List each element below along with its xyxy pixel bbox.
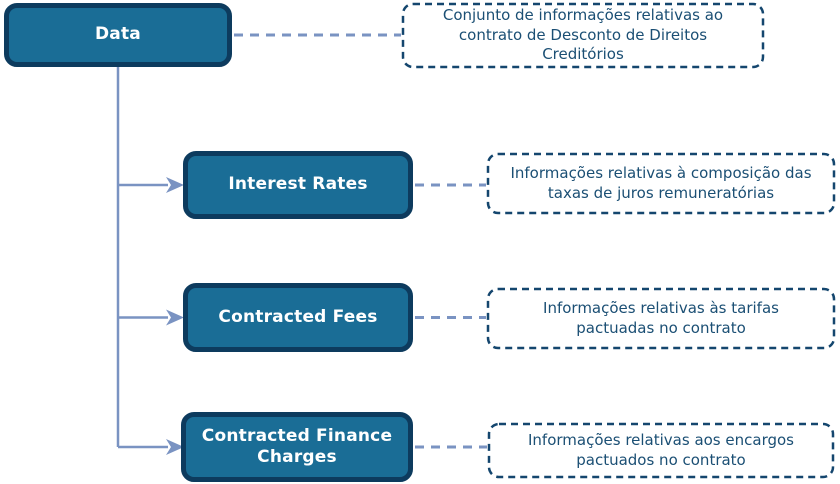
contracted-fees-node-label: Contracted Fees (218, 306, 378, 327)
contracted-finance-charges-node-label: Contracted Finance Charges (201, 425, 393, 467)
contracted-fees-note: Informações relativas às tarifas pactuad… (488, 289, 834, 348)
contracted-finance-charges-note-border (487, 422, 835, 479)
contracted-fees-note-text: Informações relativas às tarifas pactuad… (543, 299, 779, 337)
root-note: Conjunto de informações relativas ao con… (403, 4, 763, 67)
data-node: Data (4, 3, 232, 67)
interest-rates-node: Interest Rates (183, 151, 413, 219)
contracted-finance-charges-node: Contracted Finance Charges (181, 412, 413, 482)
interest-rates-note: Informações relativas à composição das t… (488, 154, 834, 213)
contracted-finance-charges-note: Informações relativas aos encargos pactu… (489, 424, 833, 477)
arrow-icon (166, 177, 184, 193)
root-note-text: Conjunto de informações relativas ao con… (442, 6, 724, 64)
contracted-fees-node: Contracted Fees (183, 283, 413, 352)
root-note-border (401, 2, 765, 69)
interest-rates-node-label: Interest Rates (228, 174, 368, 195)
contracted-fees-note-border (486, 287, 836, 350)
arrow-icon (166, 439, 184, 455)
data-node-label: Data (95, 24, 141, 45)
interest-rates-note-text: Informações relativas à composição das t… (510, 164, 812, 202)
arrow-icon (166, 309, 184, 326)
interest-rates-note-border (486, 152, 836, 215)
contracted-finance-charges-note-text: Informações relativas aos encargos pactu… (527, 431, 794, 469)
